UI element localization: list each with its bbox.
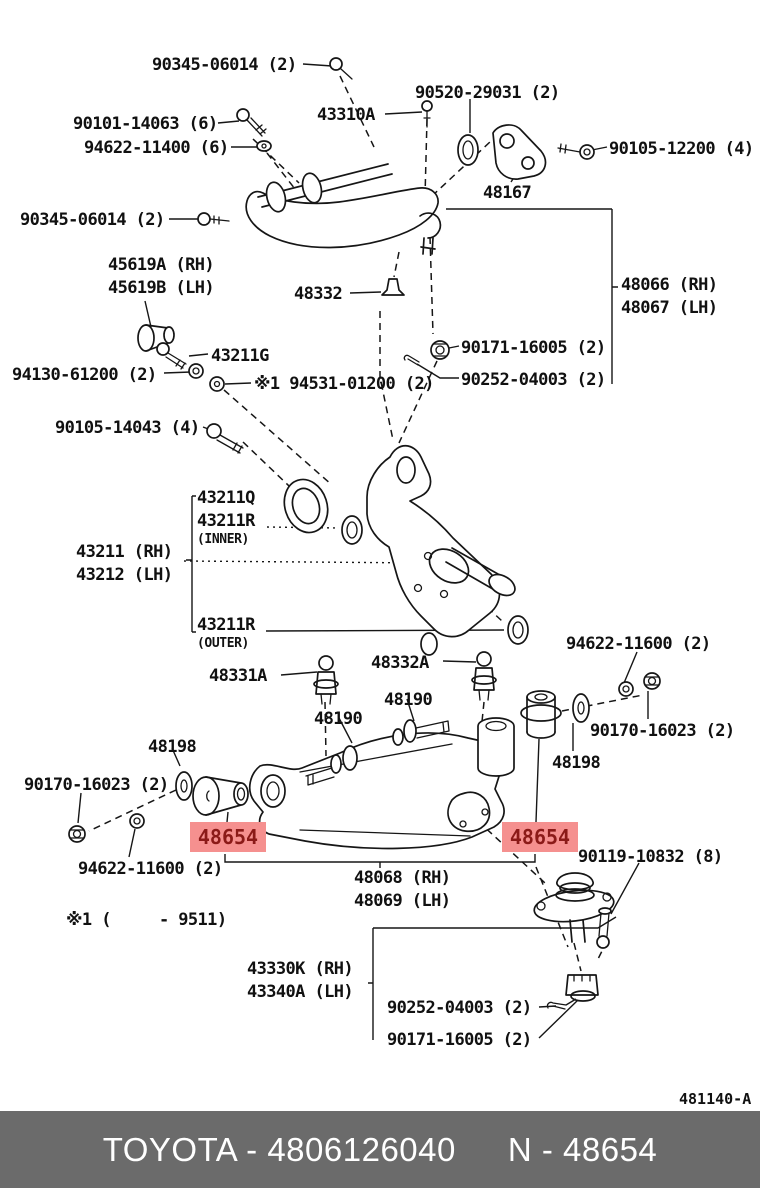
label-90345-06014-left: 90345-06014 (2): [20, 210, 165, 230]
label-43211r-outer: 43211R: [197, 615, 255, 635]
bolt-43211g: [157, 343, 186, 369]
label-90252-04003-top: 90252-04003 (2): [461, 370, 606, 390]
bolt-43310a: [422, 101, 432, 127]
bolt-48190-right: [393, 720, 449, 745]
label-90345-06014-top: 90345-06014 (2): [152, 55, 297, 75]
label-90520-29031: 90520-29031 (2): [415, 83, 560, 103]
label-90252-04003-bottom: 90252-04003 (2): [387, 998, 532, 1018]
label-43211q: 43211Q: [197, 488, 255, 508]
label-90119-10832: 90119-10832 (8): [578, 847, 723, 867]
cotter-pin-90252-top: [404, 355, 419, 365]
label-48069-lh: 48069 (LH): [354, 891, 451, 911]
bushing-48654-right: [521, 691, 561, 738]
nut-90171-top: [431, 341, 449, 359]
label-43330k-rh: 43330K (RH): [247, 959, 354, 979]
disc-48198-right: [573, 694, 589, 722]
label-48198-left: 48198: [148, 737, 197, 757]
label-48332a: 48332A: [371, 653, 429, 673]
label-48332: 48332: [294, 284, 343, 304]
leader-lines: [78, 64, 648, 1040]
nut-94622-11600-right: [619, 682, 633, 696]
bumper-48331a: [314, 656, 338, 704]
label-48654-left-highlighted: 48654: [190, 822, 266, 852]
label-48198-right: 48198: [552, 753, 601, 773]
lower-control-arm-drawing: [250, 718, 514, 848]
label-94622-11600-right: 94622-11600 (2): [566, 634, 711, 654]
cup-43211r-outer: [508, 616, 528, 644]
bolt-90105-12200: [558, 144, 594, 159]
label-90170-16023-left: 90170-16023 (2): [24, 775, 169, 795]
note-production-range: ※1 ( - 9511): [66, 910, 227, 930]
label-43211r-outer-sub: (OUTER): [197, 636, 249, 651]
label-90105-12200: 90105-12200 (4): [609, 139, 754, 159]
label-43211r-inner: 43211R: [197, 511, 255, 531]
nut-90170-left: [69, 826, 85, 842]
label-48167: 48167: [483, 183, 532, 203]
label-43212-lh: 43212 (LH): [76, 565, 173, 585]
cotter-pin-90252-bottom: [547, 1002, 566, 1009]
label-48331a: 48331A: [209, 666, 267, 686]
nut-94130: [189, 364, 203, 378]
label-94622-11400: 94622-11400 (6): [84, 138, 229, 158]
label-48067-lh: 48067 (LH): [621, 298, 718, 318]
disc-48198-left: [176, 772, 192, 800]
label-48190-right: 48190: [384, 690, 433, 710]
bolt-90119: [597, 908, 611, 948]
caption-part-number: TOYOTA - 4806126040: [102, 1130, 456, 1168]
bumper-48332a: [472, 652, 496, 700]
upper-control-arm-drawing: [246, 164, 440, 254]
nut-90170-right: [644, 673, 660, 689]
bolt-90105-14043: [207, 424, 243, 453]
label-48654-right-highlighted: 48654: [502, 822, 578, 852]
label-94622-11600-left: 94622-11600 (2): [78, 859, 223, 879]
seal-43211q: [278, 474, 335, 538]
label-90170-16023-right: 90170-16023 (2): [590, 721, 735, 741]
diagram-code: 481140-A: [679, 1090, 752, 1108]
caption-bar: TOYOTA - 4806126040 N - 48654: [0, 1111, 760, 1188]
bolt-90345-top: [330, 58, 352, 79]
nut-94622-11600-left: [130, 814, 144, 828]
seal-90520: [458, 135, 478, 165]
cup-43211r-inner: [342, 516, 362, 544]
bumper-48332: [382, 279, 404, 295]
label-43340a-lh: 43340A (LH): [247, 982, 354, 1002]
label-45619a-rh: 45619A (RH): [108, 255, 215, 275]
label-43211g: 43211G: [211, 346, 269, 366]
ball-joint-43330k-drawing: [532, 873, 615, 1001]
label-43310a: 43310A: [317, 105, 375, 125]
washer-94622-11400: [257, 141, 271, 151]
bolt-90101: [237, 109, 266, 136]
label-90171-16005-top: 90171-16005 (2): [461, 338, 606, 358]
label-48068-rh: 48068 (RH): [354, 868, 451, 888]
washer-94531: [210, 377, 224, 391]
label-48190-left: 48190: [314, 709, 363, 729]
label-43211-rh: 43211 (RH): [76, 542, 173, 562]
steering-knuckle-drawing: [367, 446, 519, 655]
bolt-48190-left: [306, 746, 357, 785]
label-90101-14063: 90101-14063 (6): [73, 114, 218, 134]
label-48066-rh: 48066 (RH): [621, 275, 718, 295]
label-90105-14043: 90105-14043 (4): [55, 418, 200, 438]
label-45619b-lh: 45619B (LH): [108, 278, 215, 298]
label-94531-01200: ※1 94531-01200 (2): [254, 374, 434, 394]
bracket-48167: [493, 125, 545, 179]
label-90171-16005-bottom: 90171-16005 (2): [387, 1030, 532, 1050]
bolt-90345-left: [198, 213, 229, 225]
bushing-48654-left: [193, 777, 248, 815]
label-94130-61200: 94130-61200 (2): [12, 365, 157, 385]
label-43211r-inner-sub: (INNER): [197, 532, 249, 547]
caption-catalog-number: N - 48654: [507, 1130, 658, 1168]
